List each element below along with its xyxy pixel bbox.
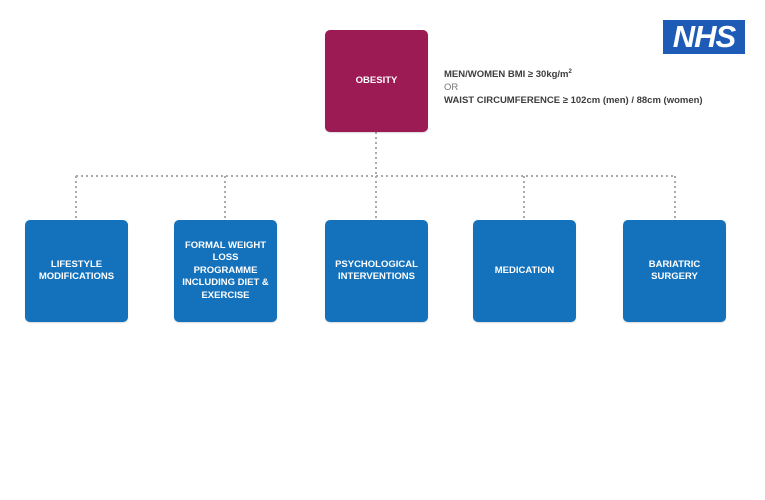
- child-node-label: LIFESTYLE MODIFICATIONS: [38, 258, 115, 283]
- child-node-label: MEDICATION: [494, 264, 555, 276]
- child-node-weight-loss-programme: FORMAL WEIGHT LOSS PROGRAMME INCLUDING D…: [174, 220, 277, 322]
- child-node-label: FORMAL WEIGHT LOSS PROGRAMME INCLUDING D…: [182, 239, 269, 301]
- root-node-obesity: OBESITY: [325, 30, 428, 132]
- root-node-label: OBESITY: [355, 74, 398, 86]
- child-node-psychological: PSYCHOLOGICAL INTERVENTIONS: [325, 220, 428, 322]
- criteria-bmi: MEN/WOMEN BMI ≥ 30kg/m2: [444, 69, 572, 81]
- nhs-logo: NHS: [663, 20, 745, 54]
- child-node-label: BARIATRIC SURGERY: [648, 258, 701, 283]
- criteria-or: OR: [444, 82, 459, 94]
- child-node-medication: MEDICATION: [473, 220, 576, 322]
- child-node-lifestyle: LIFESTYLE MODIFICATIONS: [25, 220, 128, 322]
- criteria-text: MEN/WOMEN BMI ≥ 30kg/m2 OR WAIST CIRCUMF…: [444, 66, 703, 107]
- child-node-label: PSYCHOLOGICAL INTERVENTIONS: [335, 258, 418, 283]
- criteria-waist: WAIST CIRCUMFERENCE ≥ 102cm (men) / 88cm…: [444, 95, 703, 107]
- child-node-bariatric-surgery: BARIATRIC SURGERY: [623, 220, 726, 322]
